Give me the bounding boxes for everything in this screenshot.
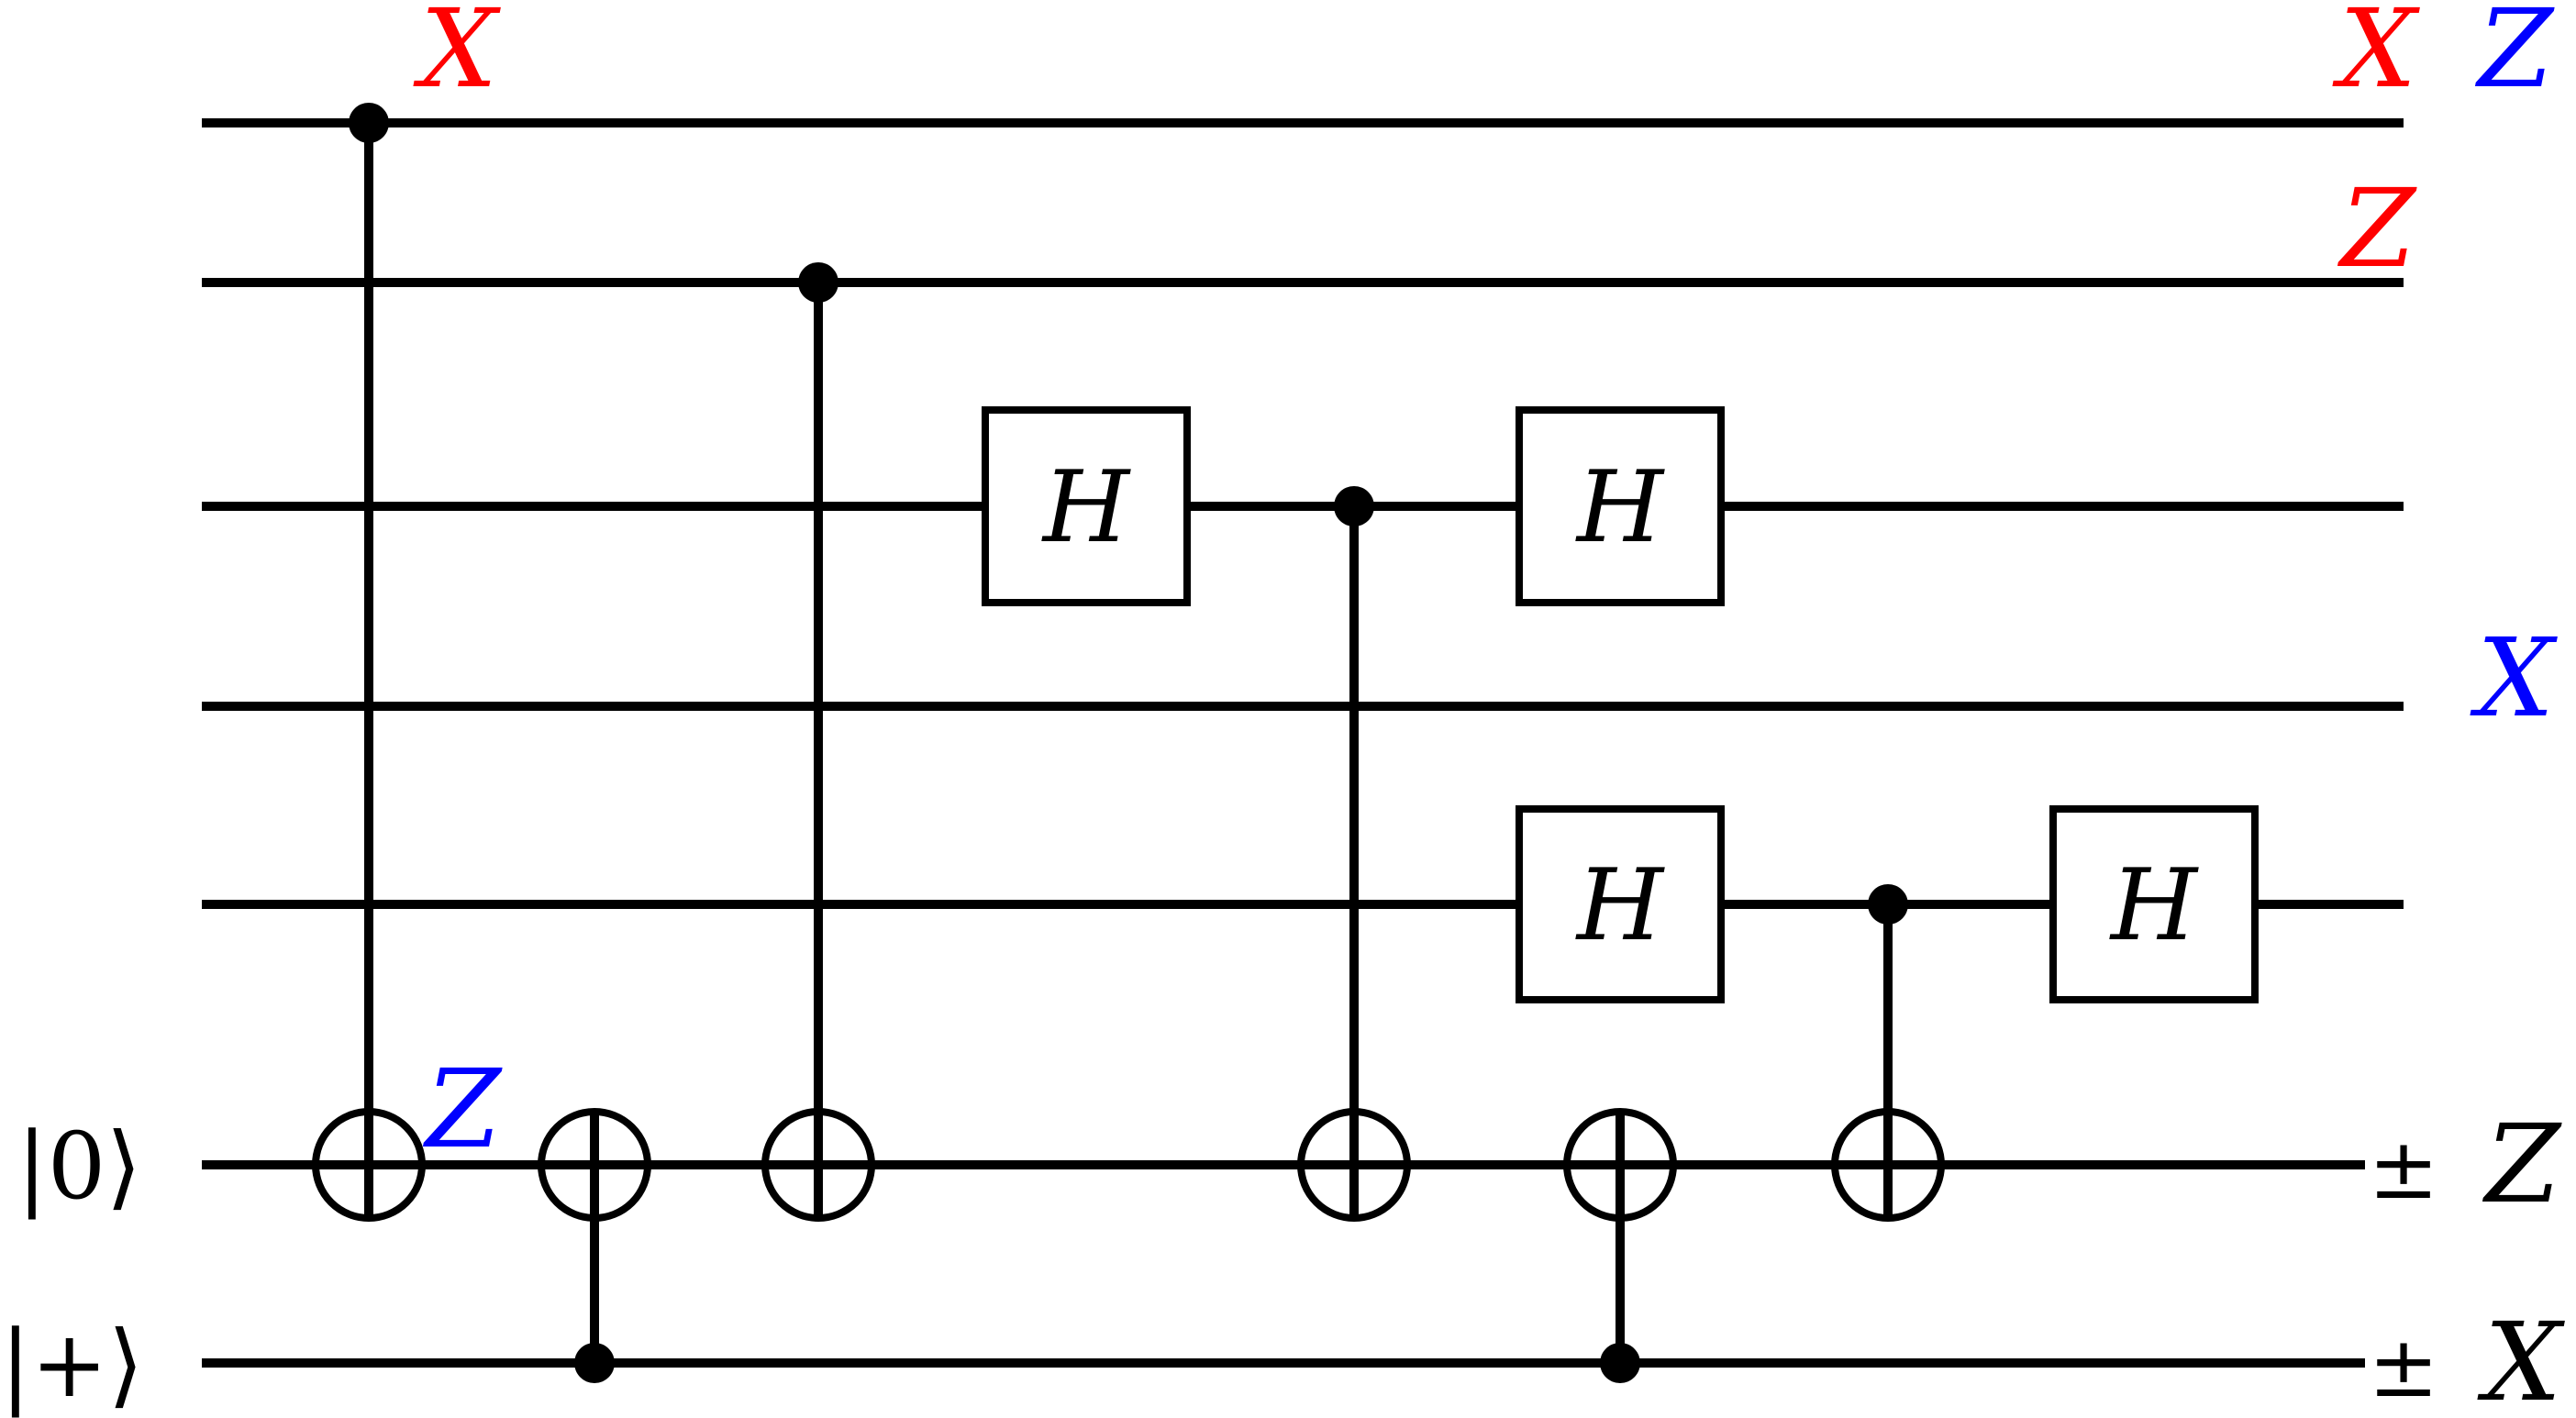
hadamard-gate-1: H <box>982 406 1191 606</box>
pauli-annotation-x-output-q0: X <box>2332 0 2420 112</box>
hadamard-gate-4: H <box>2049 805 2259 1003</box>
cnot-gate-3 <box>761 262 875 1222</box>
cnot-gate-4 <box>1297 486 1411 1222</box>
hadamard-4-box <box>2049 805 2259 1003</box>
output-sign-q5: ± <box>2368 1120 2438 1218</box>
pauli-annotation-z-after-first-target: Z <box>422 1046 503 1172</box>
hadamard-3-label: H <box>1575 848 1665 963</box>
cnot-3-control-dot <box>798 262 838 303</box>
cnot-gate-2 <box>538 1108 651 1383</box>
cnot-gate-1 <box>312 103 426 1222</box>
cnot-gate-5 <box>1563 1108 1677 1383</box>
cnot-6-control-dot <box>1868 884 1908 925</box>
pauli-annotation-z-output-q1: Z <box>2337 165 2417 292</box>
cnot-2-control-dot <box>574 1343 615 1383</box>
hadamard-gate-2: H <box>1516 406 1725 606</box>
hadamard-3-box <box>1516 805 1725 1003</box>
input-ket-plus: |+⟩ <box>0 1311 144 1418</box>
cnot-1-control-dot <box>349 103 389 143</box>
hadamard-gate-3: H <box>1516 805 1725 1003</box>
output-sign-q6: ± <box>2368 1318 2438 1416</box>
hadamard-1-label: H <box>1041 450 1131 565</box>
cnot-4-control-dot <box>1334 486 1374 526</box>
pauli-annotation-z-output-q0: Z <box>2474 0 2555 112</box>
cnot-gate-6 <box>1831 884 1945 1222</box>
hadamard-4-label: H <box>2109 848 2199 963</box>
input-ket-zero: |0⟩ <box>17 1113 141 1220</box>
pauli-annotation-x-after-first-control: X <box>413 0 501 112</box>
output-pauli-q6: X <box>2477 1299 2565 1418</box>
hadamard-2-box <box>1516 406 1725 606</box>
output-pauli-q5: Z <box>2482 1101 2562 1227</box>
hadamard-1-box <box>982 406 1191 606</box>
cnot-5-control-dot <box>1600 1343 1640 1383</box>
hadamard-2-label: H <box>1575 450 1665 565</box>
pauli-annotation-x-output-q3: X <box>2470 615 2558 741</box>
